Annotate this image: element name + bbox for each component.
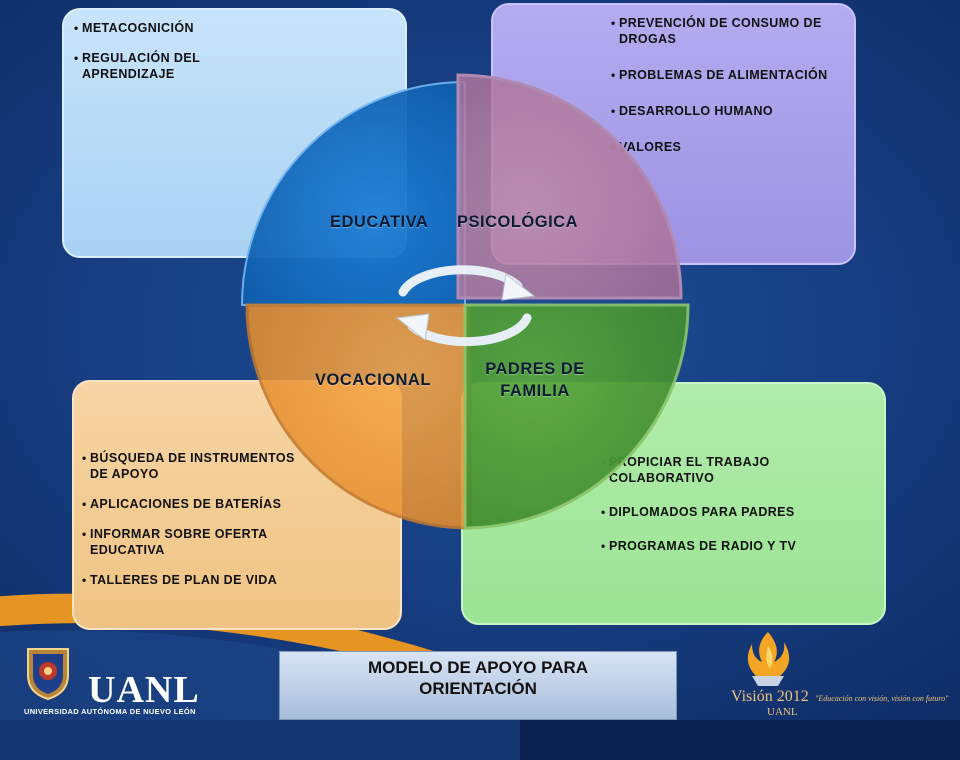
list-item: •TALLERES DE PLAN DE VIDA	[82, 573, 278, 587]
padres-quadrant	[463, 303, 690, 530]
list-item: •PROGRAMAS DE RADIO Y TV	[601, 539, 797, 553]
arrow-head-icon	[395, 313, 430, 341]
educativa-quadrant	[240, 80, 466, 306]
list-item: •PROPICIAR EL TRABAJO COLABORATIVO	[601, 455, 770, 485]
torch-flame-icon	[747, 632, 790, 686]
vision-slogan: "Educación con visión, visión con futuro…	[815, 694, 949, 703]
padres-label: PADRES DE FAMILIA	[470, 358, 600, 402]
list-item: •BÚSQUEDA DE INSTRUMENTOS DE APOYO	[82, 451, 295, 481]
list-item: •REGULACIÓN DEL APRENDIZAJE	[74, 51, 200, 81]
uanl-fullname: UNIVERSIDAD AUTÓNOMA DE NUEVO LEÓN	[24, 707, 196, 716]
vision-uanl: UANL	[767, 706, 798, 718]
educativa-box: •METACOGNICIÓN •REGULACIÓN DEL APRENDIZA…	[62, 8, 407, 258]
padres-label-line1: PADRES DE	[485, 360, 585, 378]
list-item: •DESARROLLO HUMANO	[611, 104, 774, 118]
list-item: •PROBLEMAS DE ALIMENTACIÓN	[611, 68, 828, 82]
slide-title: MODELO DE APOYO PARA ORIENTACIÓN	[279, 651, 677, 720]
slide-title-line2: ORIENTACIÓN	[419, 679, 537, 698]
vision-2012-title: Visión 2012	[731, 688, 809, 705]
list-item: •PREVENCIÓN DE CONSUMO DE DROGAS	[611, 16, 822, 46]
list-item: •APLICACIONES DE BATERÍAS	[82, 497, 282, 511]
list-item: •INFORMAR SOBRE OFERTA EDUCATIVA	[82, 527, 268, 557]
uanl-seal-icon	[27, 648, 69, 701]
vocacional-label: VOCACIONAL	[315, 371, 431, 389]
list-item: •DIPLOMADOS PARA PADRES	[601, 505, 795, 519]
slide-title-line1: MODELO DE APOYO PARA	[367, 658, 589, 677]
list-item: •METACOGNICIÓN	[74, 21, 194, 35]
padres-label-line2: FAMILIA	[500, 382, 570, 400]
vocacional-quadrant	[245, 303, 472, 530]
psicologica-quadrant	[456, 73, 683, 300]
psicologica-label: PSICOLÓGICA	[457, 213, 579, 231]
arrow-head-icon	[501, 273, 536, 301]
quadrant-circle-diagram	[240, 73, 690, 530]
educativa-label: EDUCATIVA	[330, 213, 429, 231]
uanl-wordmark: UANL	[88, 669, 200, 711]
